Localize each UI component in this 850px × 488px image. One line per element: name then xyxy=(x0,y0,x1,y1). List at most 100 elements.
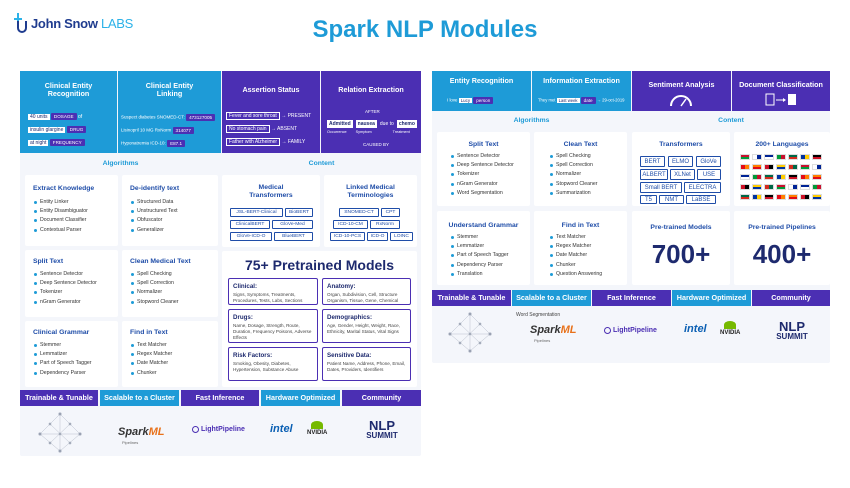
algorithms-label: Algorithms xyxy=(513,117,550,124)
model-category-text: Age, Gender, Height, Weight, Race, Ethni… xyxy=(327,323,400,334)
model-category-box: Clinical:Signs, Symptoms, Treatments, Pr… xyxy=(228,278,318,305)
list-item: Dependency Parser xyxy=(33,369,92,378)
list-item: Spell Checking xyxy=(130,270,179,279)
terminologies-card: Linked Medical Terminologies SNOMED-CT C… xyxy=(324,175,417,247)
flag-icon xyxy=(752,164,762,170)
transformer-tag: XLNet xyxy=(670,169,695,180)
list-item: Regex Matcher xyxy=(549,242,602,251)
footer-label-scalable: Scalable to a Cluster xyxy=(512,290,591,306)
gauge-icon xyxy=(670,95,692,107)
pretrained-models-card: Pre-trained Models 700+ xyxy=(632,211,730,285)
flag-icon xyxy=(752,194,762,200)
algo-card: Find in Text Text Matcher Regex Matcher … xyxy=(122,321,218,387)
list-item: Dependency Parser xyxy=(450,261,509,270)
flag-icon xyxy=(776,154,786,160)
summit-text: SUMMIT xyxy=(776,332,808,341)
relation-after: AFTER xyxy=(365,109,380,114)
document-classification-header: Document Classification xyxy=(732,71,830,111)
list-item: Entity Linker xyxy=(33,198,88,207)
flag-icon xyxy=(800,164,810,170)
footer-label-fast-inference: Fast Inference xyxy=(592,290,671,306)
transformer-tag: GloVe-Med xyxy=(272,220,313,229)
healthcare-panel: Clinical Entity Recognition Clinical Ent… xyxy=(20,71,421,456)
content-label: Content xyxy=(308,160,335,167)
assertion-status-header: Assertion Status xyxy=(222,71,320,109)
nvidia-text: NVIDIA xyxy=(307,430,328,436)
er-tag: person xyxy=(473,97,494,104)
medical-transformers-title: Medical Transformers xyxy=(249,184,293,199)
ml-text: ML xyxy=(560,324,577,336)
linking-code: E87.1 xyxy=(167,140,186,147)
transformer-tag: Small BERT xyxy=(640,182,682,193)
spark-ml-logo: SparkML xyxy=(118,426,164,438)
list-item: Unstructured Text xyxy=(130,207,178,216)
ner-example-text: at night xyxy=(28,139,49,146)
list-item: Sentence Detector xyxy=(450,152,514,161)
flag-icon xyxy=(788,184,798,190)
er-example-word: Lucy xyxy=(458,97,473,103)
spark-text: Spark xyxy=(118,426,149,438)
flag-icon xyxy=(788,164,798,170)
assertion-label: FAMILY xyxy=(287,139,306,145)
algo-card: Extract Knowledge Entity Linker Entity D… xyxy=(25,175,118,246)
transformer-tag: T5 xyxy=(640,195,657,204)
assertion-label: ABSENT xyxy=(277,126,298,132)
relation-caused-by: CAUSED BY xyxy=(363,142,390,147)
model-category-box: Risk Factors:Smoking, Obesity, Diabetes,… xyxy=(228,347,318,381)
relation-label: Treatment xyxy=(392,130,410,134)
list-item: Spell Correction xyxy=(130,279,179,288)
flag-icon xyxy=(764,154,774,160)
nvidia-eye-icon xyxy=(311,421,324,429)
flag-icon xyxy=(764,194,774,200)
flag-icon xyxy=(800,154,810,160)
list-item: Deep Sentence Detector xyxy=(450,161,514,170)
flag-icon xyxy=(776,174,786,180)
nvidia-logo: NVIDIA xyxy=(307,421,327,436)
assertion-label: PRESENT xyxy=(287,113,312,119)
relation-token: chemo xyxy=(396,120,417,128)
er-example-area: I love Lucy person xyxy=(432,91,531,111)
transformers-title: Transformers xyxy=(659,141,703,148)
linking-text: Lisinopril 10 MG xyxy=(121,127,154,133)
flag-icon xyxy=(740,154,750,160)
relation-example-area: AFTER Admitted nausea due to chemo Occur… xyxy=(321,109,421,153)
list-item: Tokenizer xyxy=(450,170,514,179)
ner-tag: DOSAGE xyxy=(50,113,77,120)
transformer-tag: LaBSE xyxy=(686,195,716,204)
model-category-title: Drugs: xyxy=(233,314,253,321)
list-item: Contextual Parser xyxy=(33,226,88,235)
algo-card: Split Text Sentence Detector Deep Senten… xyxy=(437,132,530,206)
transformer-tag: ELMO xyxy=(668,156,693,167)
algo-card-title: Understand Grammar xyxy=(448,222,519,229)
flag-icon xyxy=(764,164,774,170)
list-item: Normalizer xyxy=(549,170,598,179)
network-graph-icon xyxy=(448,312,492,353)
footer-label-fast-inference: Fast Inference xyxy=(181,390,259,406)
assertion-text: Fever and sore throat xyxy=(226,112,280,120)
algo-card-title: Split Text xyxy=(33,258,64,265)
lightpipeline-icon xyxy=(192,426,199,433)
linking-code: 473127005 xyxy=(186,114,216,121)
list-item: Tokenizer xyxy=(33,288,97,297)
linking-text: Hyponatremia xyxy=(121,140,150,146)
list-item: Date Matcher xyxy=(130,359,172,368)
list-item: Sentence Detector xyxy=(33,270,97,279)
transformer-tag: USE xyxy=(697,169,721,180)
algo-card: Split Text Sentence Detector Deep Senten… xyxy=(25,250,118,317)
flag-icon xyxy=(764,184,774,190)
spark-text: Spark xyxy=(530,324,561,336)
transformer-tag: ELECTRA xyxy=(684,182,721,193)
transformer-tag: GloVe-ICD-O xyxy=(230,232,272,241)
list-item: Deep Sentence Detector xyxy=(33,279,97,288)
nvidia-logo: NVIDIA xyxy=(720,321,740,336)
page-title: Spark NLP Modules xyxy=(312,16,538,43)
linking-example-area: Suspect diabetes SNOMED-CT: 473127005 Li… xyxy=(118,109,221,153)
word-segmentation-caption: Word Segmentation xyxy=(516,312,561,318)
flag-icon xyxy=(788,194,798,200)
flag-icon xyxy=(764,174,774,180)
list-item: Chunker xyxy=(130,369,172,378)
algo-card-title: De-identify text xyxy=(130,185,180,192)
flag-icon xyxy=(788,174,798,180)
model-category-text: Organ, Subdivision, Cell, Structure Orga… xyxy=(327,292,399,303)
